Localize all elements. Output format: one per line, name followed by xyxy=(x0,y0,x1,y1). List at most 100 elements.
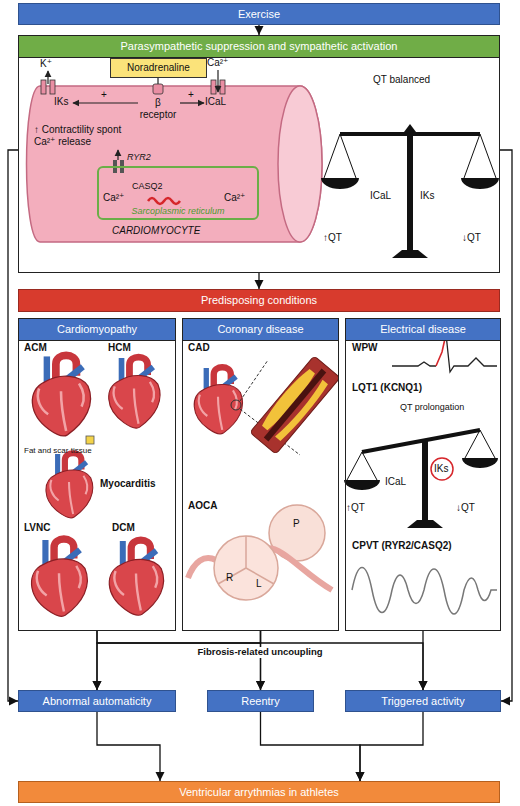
figure-label: HCM xyxy=(108,342,131,354)
connector-arrow xyxy=(260,631,261,690)
figure-label: AOCA xyxy=(188,500,217,512)
node-text: Reentry xyxy=(241,695,280,708)
pan-strings xyxy=(324,134,356,178)
lvnc-heart xyxy=(31,539,87,616)
connector-arrow xyxy=(258,273,259,289)
beta-receptor xyxy=(153,84,163,94)
ca-influx-arrow xyxy=(217,70,218,92)
figure-label: L xyxy=(256,578,262,590)
artery-wall xyxy=(250,356,340,454)
figure-label: CARDIOMYOCYTE xyxy=(112,225,200,237)
hcm-heart xyxy=(109,357,160,428)
node-text: Noradrenaline xyxy=(127,62,190,74)
figure-label: CASQ2 xyxy=(132,181,163,191)
scale-base xyxy=(407,520,443,528)
scale-base xyxy=(392,250,428,258)
zoom-circle xyxy=(231,400,241,410)
scale-pan xyxy=(344,480,380,490)
ical-channel xyxy=(211,80,216,94)
ecg-trace xyxy=(392,362,436,366)
artery-lumen xyxy=(264,369,326,442)
panel-header: Coronary disease xyxy=(183,319,338,341)
agonist-line xyxy=(157,78,158,84)
figure-label: Fat and scar tissue xyxy=(24,446,92,455)
pan-strings xyxy=(464,134,496,178)
node-text: Predisposing conditions xyxy=(201,294,317,307)
figure-label: LQT1 (KCNQ1) xyxy=(352,382,422,394)
connector-arrow xyxy=(422,631,423,690)
figure-label: ACM xyxy=(24,342,47,354)
figure-label: WPW xyxy=(352,342,378,354)
casq2-chain xyxy=(148,198,180,204)
mechanism-box: Abnormal automaticity xyxy=(18,690,176,712)
figure-label: ↓QT xyxy=(456,502,475,514)
iks-channel xyxy=(50,80,55,94)
figure-label: QT balanced xyxy=(373,74,430,86)
stimulation-arrow xyxy=(73,102,138,103)
figure-label: β receptor xyxy=(136,97,180,120)
cad-heart xyxy=(194,367,242,434)
figure-label: R xyxy=(226,572,233,584)
figure-label: P xyxy=(293,518,300,530)
outcome-box: Ventricular arrythmias in athletes xyxy=(18,781,500,803)
figure-label: ↑QT xyxy=(346,502,365,514)
pan-strings xyxy=(347,452,377,480)
scale-beam xyxy=(340,132,480,136)
panel-header: Cardiomyopathy xyxy=(19,319,175,341)
connector-arrow xyxy=(97,631,261,690)
plaque xyxy=(275,380,330,443)
section-band: Predisposing conditions xyxy=(18,289,500,312)
figure-label: K⁺ xyxy=(40,58,52,70)
scale-post xyxy=(407,136,413,250)
dcm-heart xyxy=(109,540,163,615)
cell-end xyxy=(278,86,322,242)
figure-label: CAD xyxy=(188,342,210,354)
category-panel: Electrical disease xyxy=(345,318,501,631)
connector-arrow xyxy=(96,631,97,690)
figure-label: ↑QT xyxy=(323,232,342,244)
category-panel: Cardiomyopathy xyxy=(18,318,176,631)
mechanism-box: Triggered activity xyxy=(345,690,501,712)
cardiomyocyte-cell xyxy=(27,86,323,242)
vt-trace xyxy=(352,568,497,615)
figure-label: ICaL xyxy=(205,96,226,108)
node-text: Ventricular arrythmias in athletes xyxy=(179,786,339,799)
figure-label: Ca²⁺ xyxy=(103,192,124,204)
valve-cusps xyxy=(218,536,274,584)
process-box: Exercise xyxy=(18,3,500,25)
connector-arrow xyxy=(261,631,424,690)
scale-pan xyxy=(321,178,359,189)
figure-label: IKs xyxy=(54,96,68,108)
figure-label: ↓QT xyxy=(462,232,481,244)
connector-arrow xyxy=(8,150,18,701)
figure-label: + xyxy=(101,89,107,101)
figure-label: IKs xyxy=(434,463,448,475)
connector-arrow xyxy=(97,712,160,781)
highlight-circle xyxy=(431,458,453,480)
group-panel: Parasympathetic suppression and sympathe… xyxy=(18,35,500,273)
coronary-artery xyxy=(188,558,216,578)
figure-label: ICaL xyxy=(385,476,406,488)
stimulation-arrow xyxy=(180,102,204,103)
hormone-box: Noradrenaline xyxy=(110,58,207,78)
connector-arrow xyxy=(97,631,261,690)
connector-arrow xyxy=(258,25,259,35)
connector-arrow xyxy=(261,712,361,781)
figure-label: Myocarditis xyxy=(100,478,156,490)
figure-label: CPVT (RYR2/CASQ2) xyxy=(352,540,452,552)
figure-label: RYR2 xyxy=(127,152,151,162)
ical-channel xyxy=(220,80,225,94)
connector-arrow xyxy=(500,150,512,701)
figure-label: ↑ Contractility spont Ca²⁺ release xyxy=(34,124,130,147)
pan-strings xyxy=(465,430,495,458)
scale-pivot xyxy=(404,124,416,132)
figure-label: IKs xyxy=(420,190,434,202)
node-text: Triggered activity xyxy=(381,695,464,708)
zoom-line xyxy=(240,360,268,401)
acm-heart xyxy=(32,355,90,436)
scale-beam xyxy=(362,430,480,452)
connector-arrow xyxy=(360,712,423,781)
myocarditis-heart xyxy=(46,453,93,518)
fat-scar-marker xyxy=(86,436,94,444)
